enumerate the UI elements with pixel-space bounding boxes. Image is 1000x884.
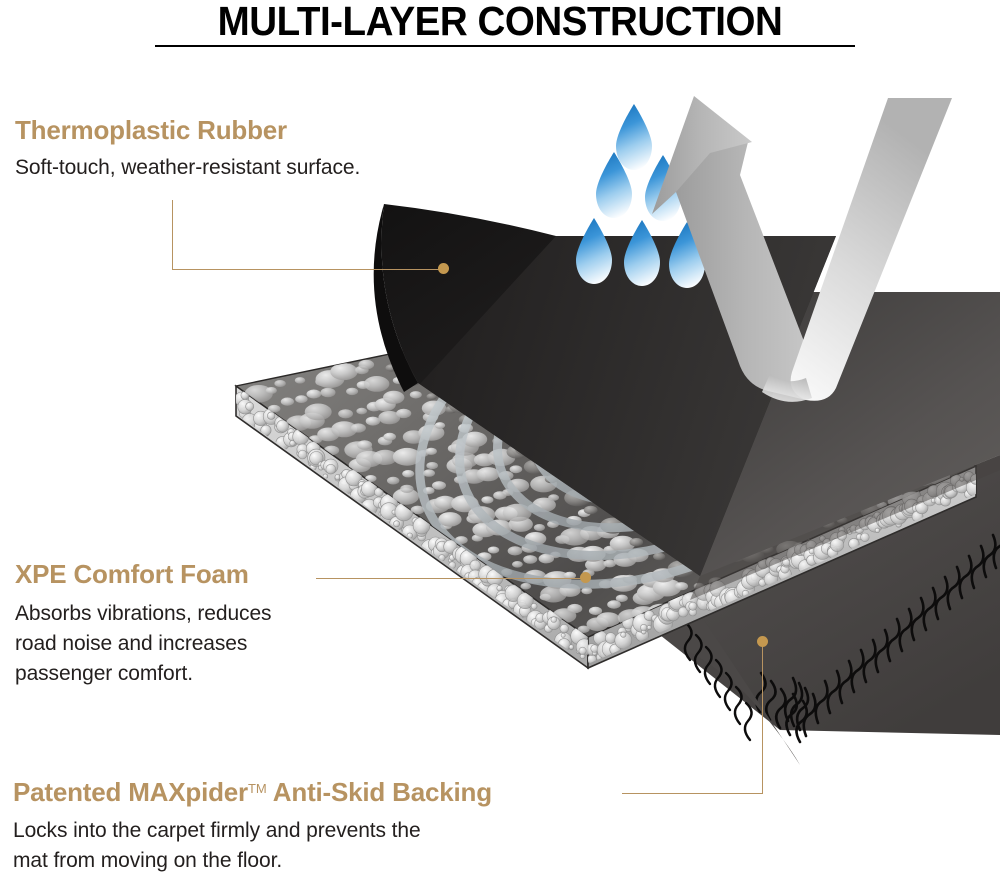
page-title: MULTI-LAYER CONSTRUCTION — [217, 0, 783, 44]
anti-skid-backing-layer — [660, 455, 1000, 744]
callout-body-line: road noise and increases — [15, 632, 248, 655]
callout-body-line: Soft-touch, weather-resistant surface. — [15, 156, 361, 179]
foam-surface-bumps — [244, 293, 976, 633]
callout-body-line: mat from moving on the floor. — [13, 849, 283, 872]
water-droplet — [624, 220, 660, 286]
leader-line-backing-vertical — [762, 646, 763, 794]
leader-dot-foam — [580, 572, 591, 583]
callout-body-rubber: Soft-touch, weather-resistant surface. — [15, 153, 360, 183]
callout-body-line: Absorbs vibrations, reduces — [15, 602, 272, 625]
callout-maxpider-anti-skid-backing: Patented MAXpiderTM Anti-Skid Backing Lo… — [13, 777, 492, 876]
leader-dot-rubber — [438, 263, 449, 274]
water-droplet — [596, 152, 632, 218]
callout-thermoplastic-rubber: Thermoplastic Rubber Soft-touch, weather… — [15, 115, 360, 183]
leader-line-foam-horizontal — [316, 578, 586, 579]
callout-heading-backing: Patented MAXpiderTM Anti-Skid Backing — [13, 777, 492, 808]
trademark-symbol: TM — [247, 781, 267, 796]
water-droplet — [616, 104, 652, 170]
callout-body-line: passenger comfort. — [15, 662, 193, 685]
callout-heading-backing-part1: Patented MAXpider — [13, 777, 248, 807]
callout-heading-backing-part2: Anti-Skid Backing — [266, 777, 492, 807]
leader-line-rubber-vertical — [172, 200, 173, 270]
callout-heading-foam: XPE Comfort Foam — [15, 559, 249, 589]
foam-cell-texture-left — [236, 390, 588, 660]
backing-left-hem — [668, 614, 800, 765]
vibration-ripple-arcs — [415, 292, 875, 589]
leader-line-rubber-horizontal — [172, 269, 444, 270]
callout-body-line: Locks into the carpet firmly and prevent… — [13, 819, 421, 842]
water-droplet — [669, 222, 705, 288]
foam-cell-texture-right — [588, 471, 976, 664]
callout-xpe-comfort-foam: XPE Comfort Foam Absorbs vibrations, red… — [15, 559, 272, 689]
callout-body-backing: Locks into the carpet firmly and prevent… — [13, 816, 492, 876]
leader-dot-backing — [757, 636, 768, 647]
title-block: MULTI-LAYER CONSTRUCTION — [0, 0, 1000, 52]
title-underline-rule — [155, 45, 855, 47]
leader-line-backing-horizontal — [622, 793, 763, 794]
water-runoff-arrow — [652, 96, 952, 402]
water-droplets-group — [576, 104, 705, 288]
anti-skid-spikes — [754, 533, 1000, 744]
water-droplet — [576, 218, 612, 284]
hem-spikes — [683, 621, 753, 742]
callout-body-foam: Absorbs vibrations, reduces road noise a… — [15, 599, 272, 689]
water-droplet — [645, 155, 681, 221]
xpe-comfort-foam-layer — [234, 291, 978, 670]
callout-heading-rubber: Thermoplastic Rubber — [15, 115, 287, 145]
thermoplastic-rubber-layer — [373, 204, 1000, 600]
